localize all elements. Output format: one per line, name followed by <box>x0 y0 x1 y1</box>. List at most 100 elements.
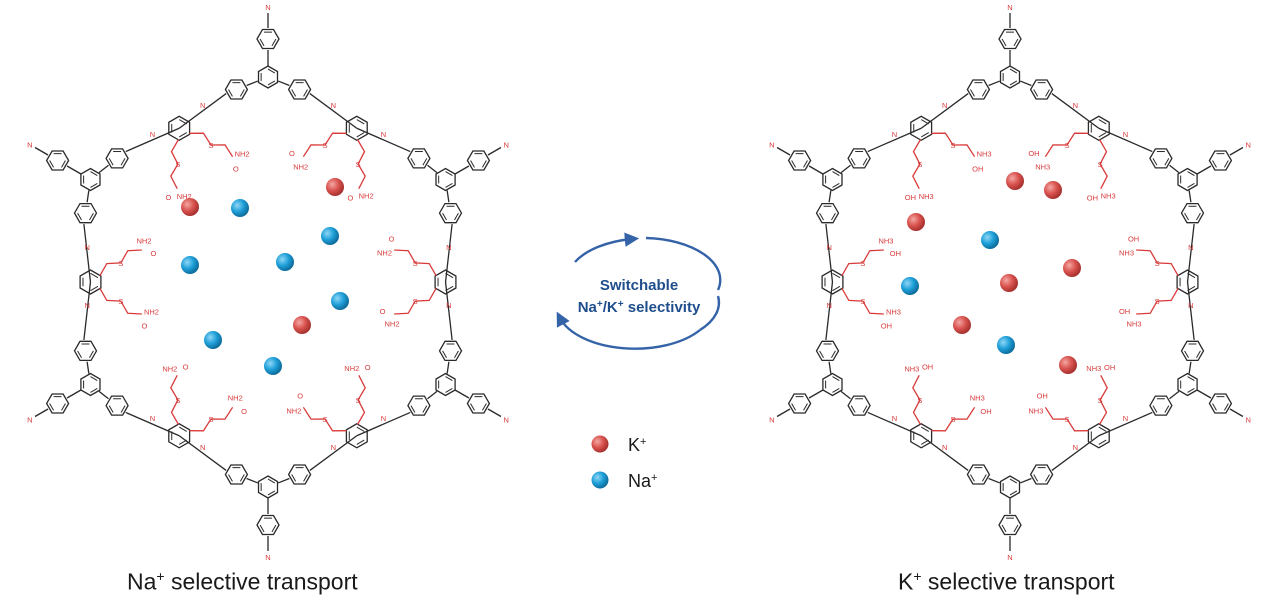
left-outer-ring-bond <box>470 403 475 411</box>
right-k-ion <box>1063 259 1081 277</box>
left-arm-ring-bond <box>239 474 245 482</box>
left-amine: NH2 <box>344 364 359 373</box>
right-linker-bond <box>1098 127 1153 153</box>
left-arm-ring-bond <box>77 212 82 221</box>
right-amine: NH3 <box>1035 162 1050 171</box>
left-outer-ring-bond <box>49 160 55 168</box>
right-outer-ring-bond <box>791 160 797 168</box>
right-bond <box>1196 389 1212 399</box>
legend-k-label: K+ <box>628 435 646 455</box>
left-amine: NH2 <box>177 192 192 201</box>
left-chain <box>99 287 142 315</box>
right-arm-ring-bond <box>1184 212 1189 221</box>
left-arm-ring-bond <box>89 212 94 221</box>
left-arm-ring <box>73 202 98 224</box>
right-chain <box>841 249 884 277</box>
right-outer-ring-bond <box>1013 38 1019 47</box>
right-arm-ring <box>847 148 871 169</box>
right-outer-ring-bond <box>1223 403 1229 411</box>
left-bond <box>446 361 450 374</box>
right-amine: NH3 <box>919 192 934 201</box>
left-carboxyl: O <box>365 363 371 372</box>
right-outer-ring-bond <box>803 160 808 168</box>
left-arm-ring <box>407 148 431 169</box>
right-linker-ring-bond <box>1187 272 1196 279</box>
switch-arrows <box>556 232 722 350</box>
right-bond <box>1188 190 1192 203</box>
left-carboxyl: O <box>289 149 295 158</box>
left-core-ring-bond <box>445 183 453 188</box>
left-amine: NH2 <box>136 236 151 245</box>
right-linker-bond <box>825 223 834 283</box>
left-linker-n: N <box>381 130 386 139</box>
left-amine: NH2 <box>377 249 392 258</box>
left-carboxyl: O <box>347 193 353 202</box>
right-arm-ring <box>847 395 871 416</box>
left-arm-ring-bond <box>120 158 126 166</box>
left-amine: NH2 <box>286 406 301 415</box>
right-sulfur: S <box>1098 396 1103 405</box>
left-bond <box>86 361 90 374</box>
right-outer-ring <box>787 150 812 171</box>
left-linker-n: N <box>200 101 205 110</box>
right-arm-ring-bond <box>1196 212 1201 221</box>
right-linker-bond <box>1186 281 1195 341</box>
right-outer-ring-bond <box>1212 403 1217 411</box>
left-linker-bond <box>356 127 411 153</box>
left-core-ring <box>257 65 279 89</box>
right-amine: NH3 <box>977 150 992 159</box>
right-core-ring-bond <box>832 376 840 381</box>
left-carboxyl: O <box>241 407 247 416</box>
left-outer-ring <box>45 393 70 414</box>
left-na-ion <box>331 292 349 310</box>
right-arm-ring-bond <box>981 89 987 97</box>
left-outer-ring-bond <box>271 38 277 47</box>
right-core-ring-bond <box>1009 490 1018 496</box>
right-imine-bond <box>1229 408 1244 418</box>
left-outer-ring-bond <box>259 38 265 47</box>
left-linker-ring <box>168 423 191 449</box>
right-sulfur: S <box>1098 160 1103 169</box>
right-core-ring <box>1177 372 1198 397</box>
left-arm-ring-bond <box>422 405 428 413</box>
right-outer-ring-bond <box>1001 524 1007 533</box>
left-core-ring <box>80 372 101 397</box>
right-imine-n: N <box>769 141 774 150</box>
right-arm-ring-bond <box>850 158 856 166</box>
left-carboxyl: O <box>380 307 386 316</box>
right-linker-ring-bond <box>920 132 929 138</box>
left-outer-ring-bond <box>61 160 66 168</box>
left-core-ring-bond <box>90 376 98 381</box>
left-outer-ring <box>466 393 491 414</box>
left-imine-bond <box>34 146 49 156</box>
legend-na-marker <box>591 471 609 489</box>
left-linker-ring <box>79 269 102 295</box>
right-core-ring <box>999 65 1021 89</box>
right-core-ring-bond <box>832 388 840 393</box>
left-k-ion <box>293 316 311 334</box>
right-chain <box>1136 249 1179 277</box>
right-linker-ring <box>1087 423 1110 449</box>
left-linker-ring <box>345 115 368 142</box>
left-na-ion <box>264 357 282 375</box>
right-arm-ring-bond <box>970 474 975 482</box>
right-sulfur: S <box>860 259 865 268</box>
top-arrow-tail <box>645 236 722 291</box>
right-carboxyl: OH <box>1119 307 1130 316</box>
left-amine: NH2 <box>144 307 159 316</box>
left-core-ring-bond <box>267 478 276 484</box>
legend-na-label: Na+ <box>628 471 657 491</box>
switch-label-line2: Na+/K+ selectivity <box>578 299 701 317</box>
left-chain <box>189 132 234 158</box>
top-arrow <box>574 232 640 263</box>
right-core-ring-bond <box>1009 478 1018 484</box>
right-outer-ring-bond <box>1001 38 1007 47</box>
right-arm-ring-bond <box>970 89 975 97</box>
right-core-ring-bond <box>1187 388 1195 393</box>
left-linker-n: N <box>84 301 89 310</box>
left-linker-ring-bond <box>90 272 99 279</box>
left-bond <box>98 390 109 400</box>
right-arm-ring <box>966 464 991 485</box>
left-linker-n: N <box>200 443 205 452</box>
left-chain <box>99 249 142 277</box>
